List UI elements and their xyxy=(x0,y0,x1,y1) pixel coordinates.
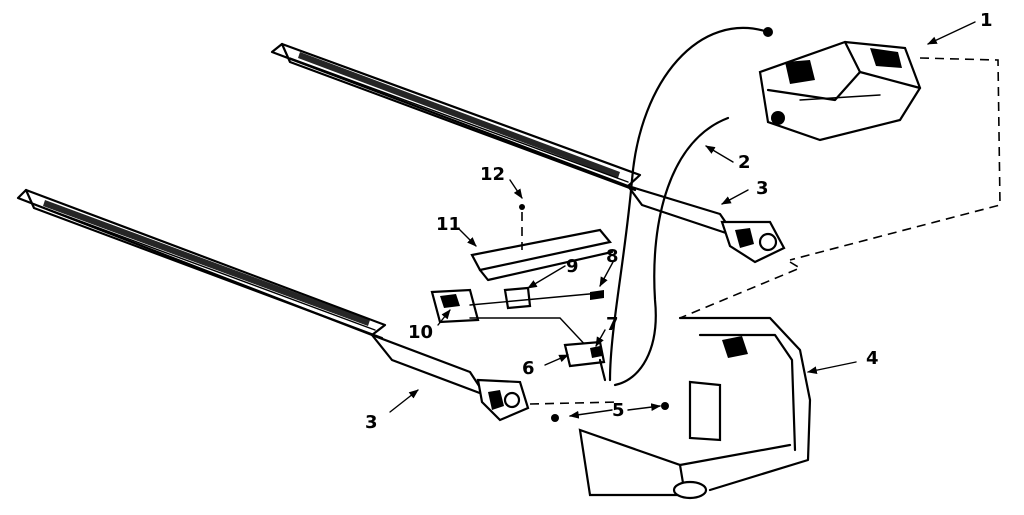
door-arm-link xyxy=(563,340,607,382)
power-head xyxy=(758,40,922,142)
callout-leaders xyxy=(389,21,976,419)
callout-9: 9 xyxy=(566,256,579,277)
hanger-bracket xyxy=(551,316,812,500)
callout-8: 8 xyxy=(606,246,619,267)
drive-cable xyxy=(608,26,773,387)
callout-11: 11 xyxy=(436,214,461,235)
mounting-guides xyxy=(529,57,1001,405)
callout-labels: 1 2 3 3 4 5 6 7 8 9 10 11 12 xyxy=(365,10,993,433)
callout-6: 6 xyxy=(522,358,535,379)
lower-rail xyxy=(16,188,530,422)
callout-3-upper: 3 xyxy=(756,178,769,199)
callout-3-lower: 3 xyxy=(365,412,378,433)
upper-rail xyxy=(270,42,786,264)
rail-bracket xyxy=(470,204,614,282)
callout-10: 10 xyxy=(408,322,433,343)
callout-12: 12 xyxy=(480,164,505,185)
callout-2: 2 xyxy=(738,152,751,173)
callout-4: 4 xyxy=(866,348,879,369)
trolley-assembly xyxy=(430,286,604,351)
callout-1: 1 xyxy=(980,10,993,31)
callout-5: 5 xyxy=(612,400,625,421)
callout-7: 7 xyxy=(606,314,619,335)
